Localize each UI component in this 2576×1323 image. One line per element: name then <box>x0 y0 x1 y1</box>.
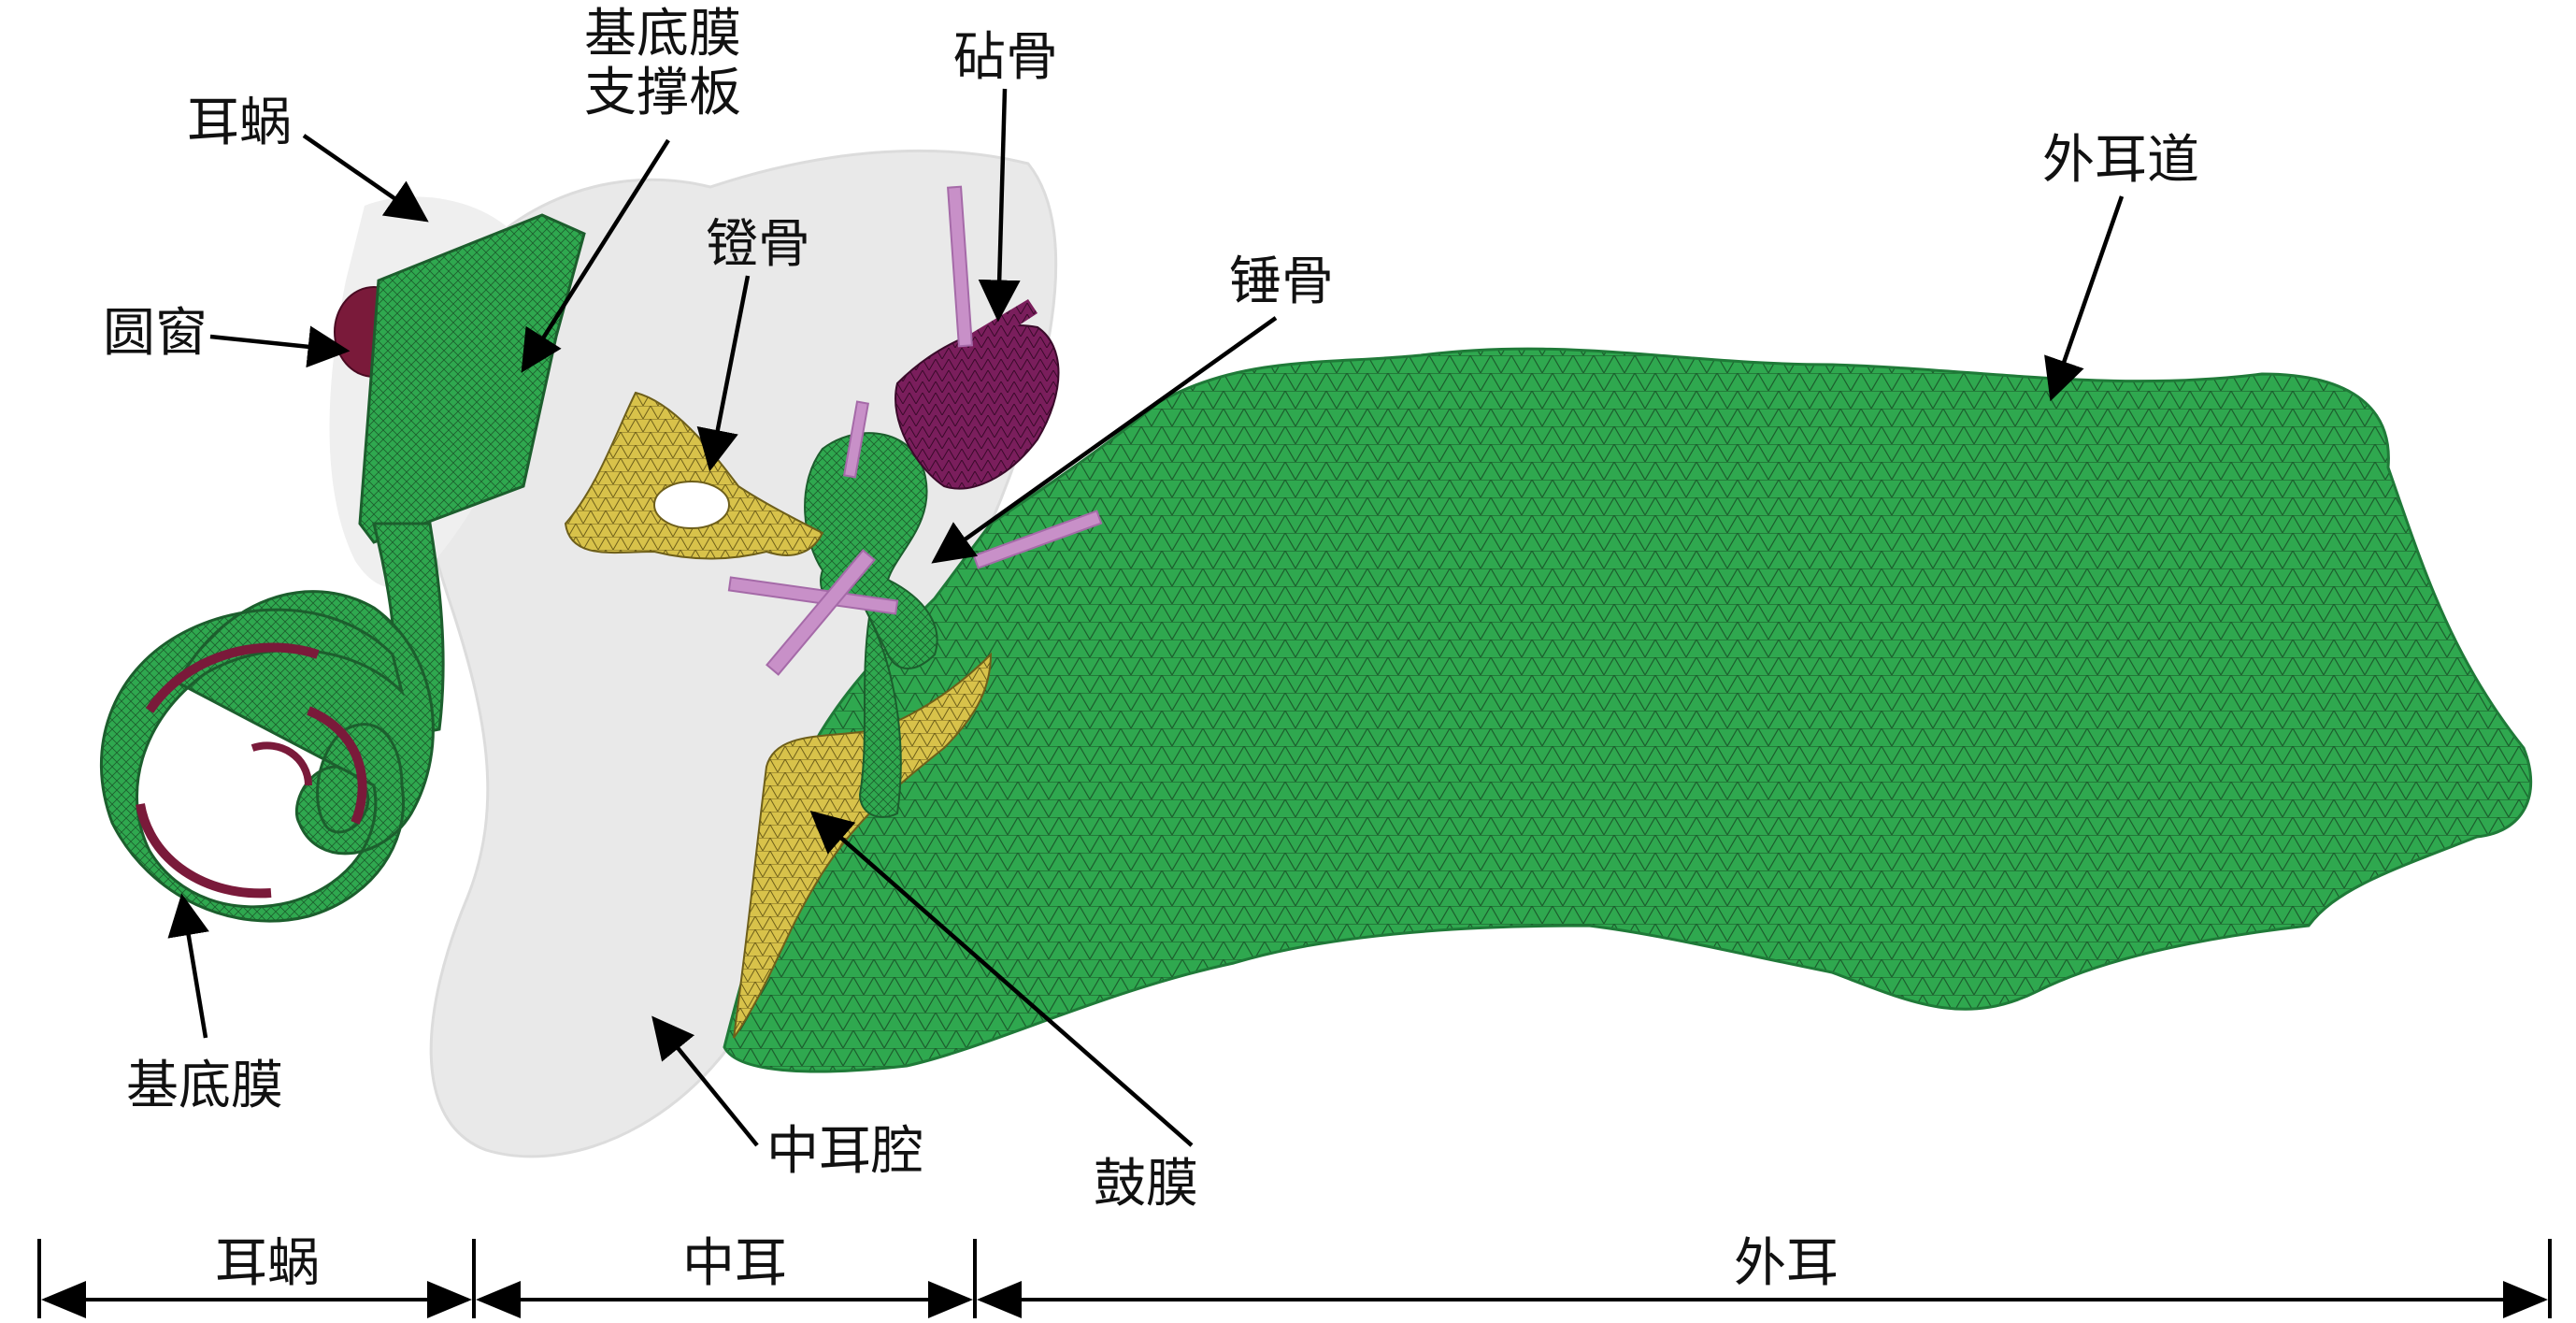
ligament-rods <box>727 185 1103 676</box>
stapes-shape <box>564 391 824 560</box>
region-label-middle-ear: 中耳 <box>682 1233 787 1294</box>
malleus-shape <box>804 432 938 669</box>
cochlea-spiral-shape <box>99 590 435 923</box>
label-bm-support-line2: 支撑板 <box>584 63 741 123</box>
leader-lines <box>167 88 2125 1147</box>
label-basilar-membrane: 基底膜 <box>126 1056 283 1116</box>
region-label-outer-ear: 外耳 <box>1734 1233 1839 1294</box>
label-bm-support-line1: 基底膜 <box>584 4 741 65</box>
label-cochlea: 耳蜗 <box>187 93 292 153</box>
region-label-cochlea: 耳蜗 <box>215 1233 320 1294</box>
region-dimension-bar <box>37 1239 2552 1318</box>
ear-canal-shape <box>723 347 2533 1073</box>
label-stapes: 镫骨 <box>706 214 810 275</box>
label-ear-canal: 外耳道 <box>2042 130 2199 191</box>
label-round-window: 圆窗 <box>103 303 208 364</box>
label-incus: 砧骨 <box>953 27 1058 88</box>
label-middle-ear-cavity: 中耳腔 <box>766 1121 923 1182</box>
bm-support-plate-shape <box>358 213 586 544</box>
label-eardrum: 鼓膜 <box>1094 1154 1198 1215</box>
label-malleus: 锤骨 <box>1229 252 1334 312</box>
